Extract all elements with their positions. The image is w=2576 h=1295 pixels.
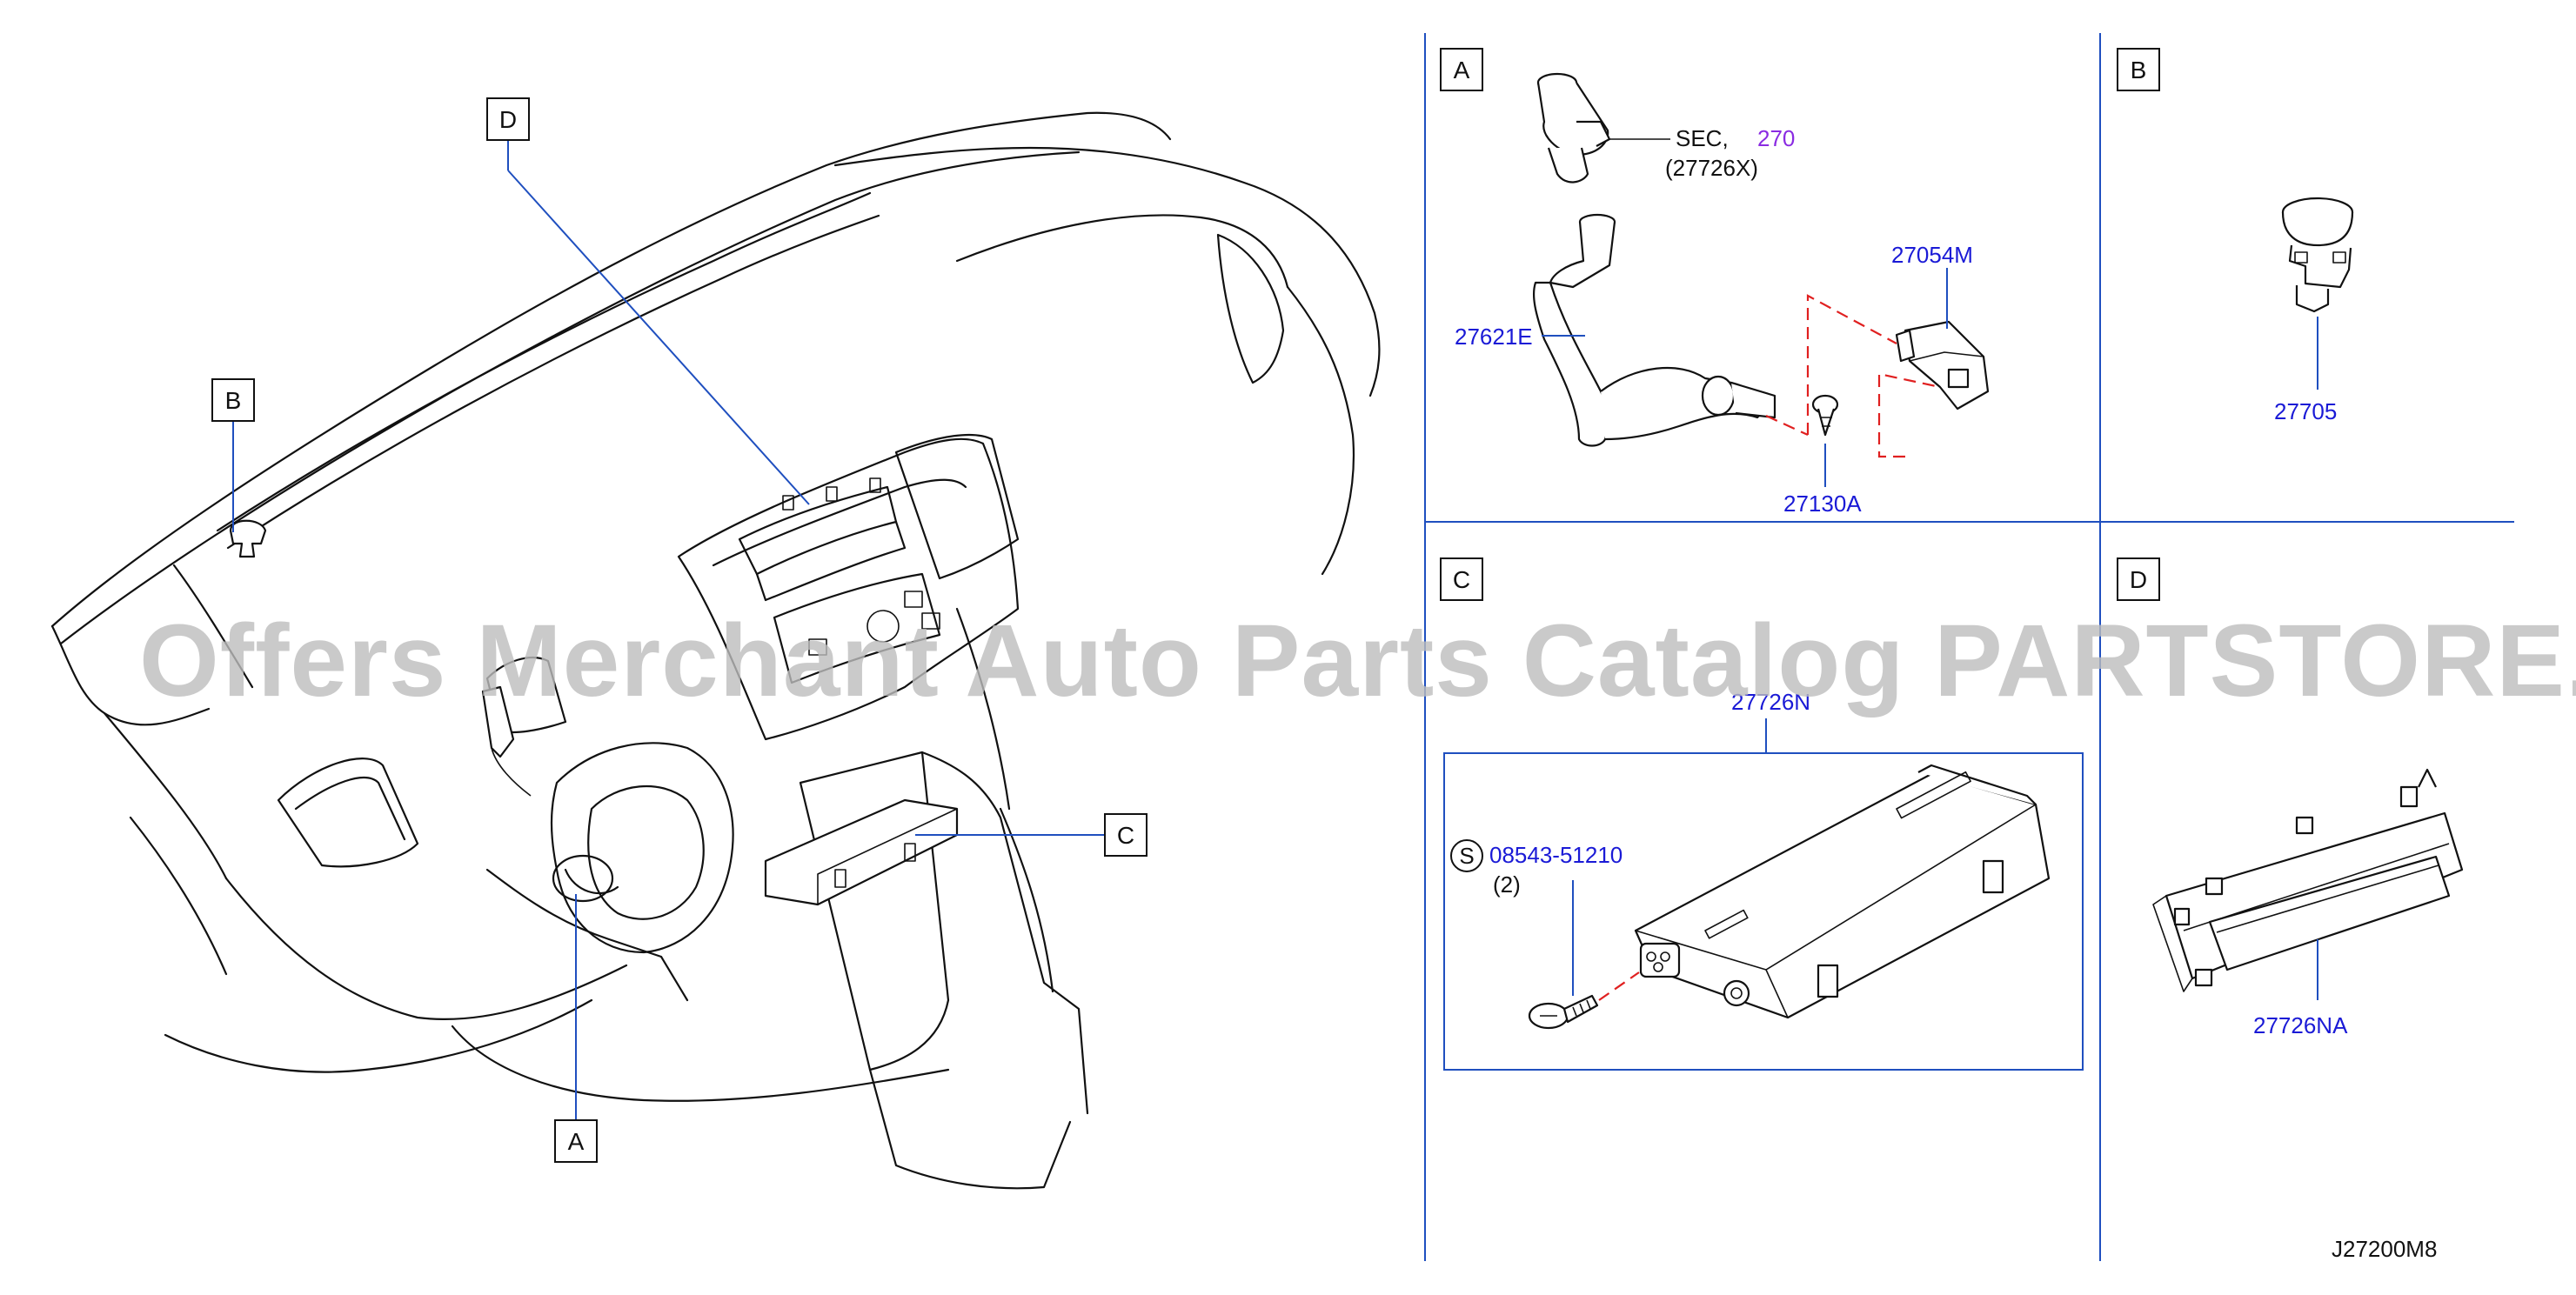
- screw-symbol: S: [1459, 843, 1474, 869]
- part-27726n-link[interactable]: 27726N: [1731, 689, 1810, 715]
- screw-symbol-badge: S: [1450, 839, 1483, 872]
- callout-d[interactable]: D: [486, 97, 530, 141]
- sec-label: SEC,: [1676, 125, 1729, 151]
- mounting-clip: [1811, 394, 1839, 437]
- callout-b[interactable]: B: [211, 378, 255, 422]
- panel-a-letter: A: [1454, 57, 1470, 83]
- watermark: Offers Merchant Auto Parts Catalog PARTS…: [139, 604, 2576, 718]
- panel-d-letter: D: [2130, 566, 2147, 593]
- panel-b-letter: B: [2131, 57, 2147, 83]
- aspirator-hose: [1532, 213, 1776, 447]
- control-unit: [1634, 764, 2051, 1019]
- sec-sub-label: (27726X): [1665, 155, 1758, 181]
- callout-c-label: C: [1117, 822, 1134, 849]
- panel-d-letter-box: [2117, 557, 2160, 601]
- part-27705-link[interactable]: 27705: [2274, 398, 2337, 424]
- panel-b-letter-box: [2117, 48, 2160, 91]
- dashboard-callouts: D B C A: [211, 97, 1147, 1163]
- display-unit-27726na: [2152, 768, 2464, 992]
- callout-b-label: B: [225, 387, 242, 414]
- mounting-screw: [1528, 994, 1599, 1030]
- assembly-27726n-frame: [1443, 752, 2084, 1071]
- panel-c-letter-box: [1440, 557, 1483, 601]
- part-27054m-link[interactable]: 27054M: [1891, 242, 1973, 268]
- sec-number-link[interactable]: 270: [1757, 125, 1795, 151]
- panel-c: C 27726N: [1440, 557, 2084, 1071]
- diagram-code: J27200M8: [2332, 1236, 2437, 1262]
- part-27726na-link[interactable]: 27726NA: [2253, 1012, 2348, 1038]
- screw-quantity: (2): [1493, 871, 1521, 898]
- clip-27705: [2281, 197, 2354, 313]
- callout-c[interactable]: C: [1104, 813, 1147, 857]
- callout-a[interactable]: A: [554, 1119, 598, 1163]
- panel-grid: [1424, 33, 2514, 1261]
- panel-a: A SEC, 270 (27726X) 27621E: [1440, 48, 1990, 517]
- sensor-connector: [1895, 320, 1990, 411]
- callout-d-label: D: [499, 106, 517, 133]
- part-27130a-link[interactable]: 27130A: [1783, 491, 1862, 517]
- aspirator-fitting: [1536, 72, 1670, 184]
- panel-a-letter-box: [1440, 48, 1483, 91]
- panel-d: D 27726NA: [2117, 557, 2464, 1038]
- dashboard-illustration: [50, 111, 1381, 1190]
- part-27621e-link[interactable]: 27621E: [1455, 324, 1533, 350]
- panel-c-letter: C: [1453, 566, 1470, 593]
- callout-a-label: A: [568, 1128, 585, 1155]
- panel-b: B 27705: [2117, 48, 2354, 424]
- part-08543-51210-link[interactable]: 08543-51210: [1489, 842, 1623, 868]
